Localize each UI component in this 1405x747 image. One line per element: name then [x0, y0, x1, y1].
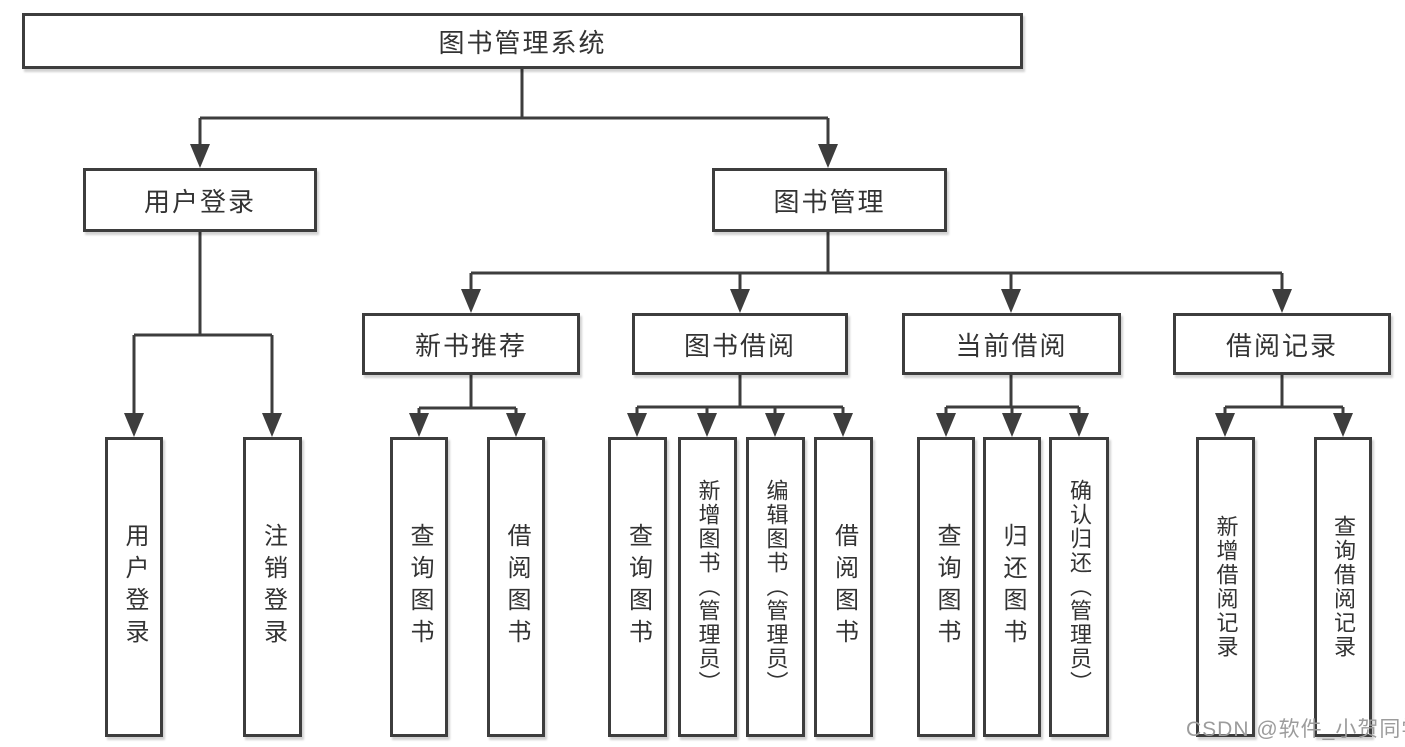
leaf-borrow-edit-books-admin-label: 编辑图书（管理员）	[763, 479, 789, 695]
node-book-management-label: 图书管理	[773, 186, 886, 217]
node-borrow-records-label: 借阅记录	[1225, 330, 1338, 361]
csdn-watermark: CSDN @软件_小贺同学	[1186, 718, 1405, 741]
leaf-logout: 注销登录	[243, 437, 302, 737]
leaf-user-login-label: 用户登录	[121, 523, 148, 651]
node-user-login-label: 用户登录	[143, 186, 256, 217]
leaf-borrow-borrow-books-label: 借阅图书	[830, 523, 858, 651]
leaf-borrow-query-books-label: 查询图书	[624, 523, 652, 651]
leaf-current-query-books-label: 查询图书	[933, 523, 960, 651]
leaf-records-add-borrow-record-label: 新增借阅记录	[1213, 515, 1239, 659]
node-book-borrow: 图书借阅	[632, 313, 848, 375]
leaf-current-confirm-return-admin: 确认归还（管理员）	[1049, 437, 1109, 737]
leaf-borrow-query-books: 查询图书	[608, 437, 667, 737]
node-book-borrow-label: 图书借阅	[683, 330, 796, 361]
node-current-borrow-label: 当前借阅	[955, 330, 1068, 361]
leaf-current-confirm-return-admin-label: 确认归还（管理员）	[1067, 479, 1092, 695]
leaf-current-return-books-label: 归还图书	[999, 523, 1026, 651]
node-user-login: 用户登录	[83, 168, 317, 232]
leaf-records-add-borrow-record: 新增借阅记录	[1196, 437, 1255, 737]
leaf-newbooks-query-books: 查询图书	[390, 437, 448, 737]
leaf-borrow-edit-books-admin: 编辑图书（管理员）	[746, 437, 805, 737]
leaf-current-query-books: 查询图书	[917, 437, 975, 737]
leaf-newbooks-query-books-label: 查询图书	[406, 523, 433, 651]
leaf-newbooks-borrow-books-label: 借阅图书	[503, 523, 530, 651]
node-root-label: 图书管理系统	[438, 27, 607, 58]
leaf-borrow-add-books-admin: 新增图书（管理员）	[678, 437, 737, 737]
leaf-borrow-borrow-books: 借阅图书	[814, 437, 873, 737]
leaf-current-return-books: 归还图书	[983, 437, 1041, 737]
node-borrow-records: 借阅记录	[1173, 313, 1391, 375]
leaf-borrow-add-books-admin-label: 新增图书（管理员）	[695, 479, 721, 695]
leaf-newbooks-borrow-books: 借阅图书	[487, 437, 545, 737]
leaf-records-query-borrow-record: 查询借阅记录	[1314, 437, 1372, 737]
node-book-management: 图书管理	[712, 168, 947, 232]
node-current-borrow: 当前借阅	[902, 313, 1121, 375]
leaf-logout-label: 注销登录	[259, 523, 287, 651]
leaf-records-query-borrow-record-label: 查询借阅记录	[1331, 515, 1356, 659]
node-root: 图书管理系统	[22, 13, 1023, 69]
node-new-book-recommend: 新书推荐	[362, 313, 580, 375]
leaf-user-login: 用户登录	[105, 437, 163, 737]
node-new-book-recommend-label: 新书推荐	[414, 330, 527, 361]
